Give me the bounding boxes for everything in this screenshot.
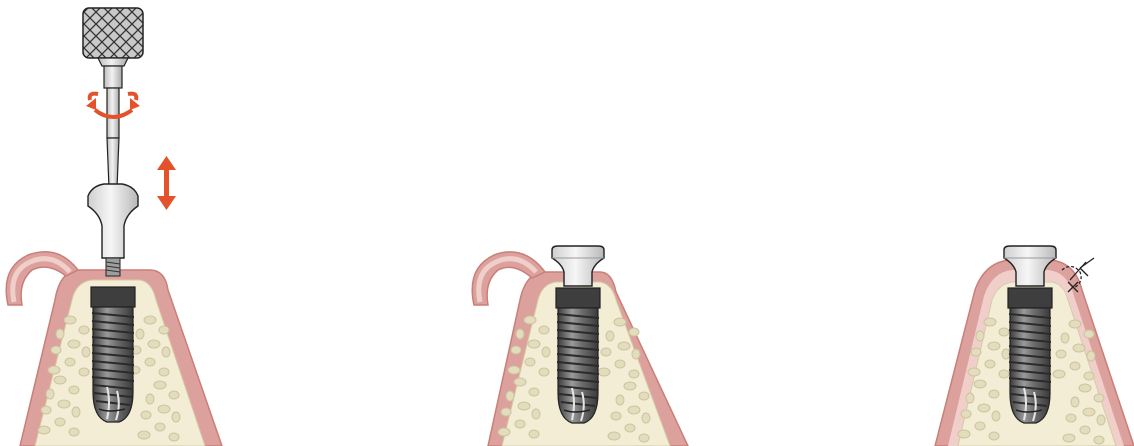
step-abutment-seated [472,246,688,446]
healing-abutment-icon [88,184,138,276]
step-sutured [935,246,1134,446]
screwdriver-icon [83,8,143,188]
vertical-move-arrow-icon [157,156,176,210]
implant-icon [556,288,600,423]
step-insert-healing-abutment [6,8,222,446]
implant-icon [1008,288,1052,423]
implant-icon [91,287,135,422]
